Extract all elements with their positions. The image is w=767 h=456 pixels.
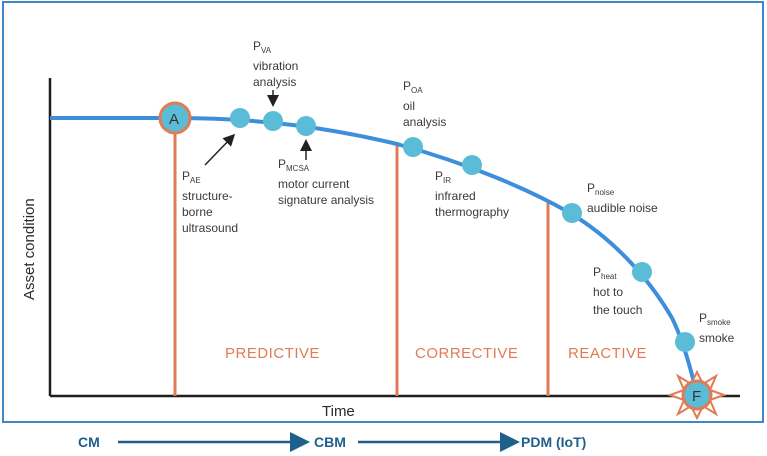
svg-text:vibration: vibration [253, 59, 298, 73]
marker-pva [263, 111, 283, 131]
svg-text:thermography: thermography [435, 205, 509, 219]
svg-text:Pheat: Pheat [593, 265, 617, 281]
svg-text:borne: borne [182, 205, 213, 219]
svg-text:POA: POA [403, 79, 423, 95]
svg-text:Pnoise: Pnoise [587, 181, 615, 197]
svg-text:analysis: analysis [253, 75, 296, 89]
progression-cm: CM [78, 434, 100, 450]
y-axis-label: Asset condition [21, 198, 38, 300]
progression-pdm: PDM (IoT) [521, 434, 586, 450]
diagram-frame [2, 1, 764, 423]
x-axis-label: Time [322, 403, 355, 420]
point-f-label: F [692, 388, 701, 405]
marker-pae [230, 108, 250, 128]
svg-text:structure-: structure- [182, 189, 233, 203]
svg-text:analysis: analysis [403, 115, 446, 129]
annotation-pae: PAE structure- borne ultrasound [182, 169, 238, 235]
svg-text:PAE: PAE [182, 169, 201, 185]
svg-text:PIR: PIR [435, 169, 451, 185]
marker-pheat [632, 262, 652, 282]
marker-poa [403, 137, 423, 157]
marker-pir [462, 155, 482, 175]
point-f-marker [681, 379, 713, 411]
svg-text:PMCSA: PMCSA [278, 157, 310, 173]
svg-text:smoke: smoke [699, 331, 735, 345]
marker-pnoise [562, 203, 582, 223]
annotation-pva: PVA vibration analysis [253, 39, 298, 89]
point-a-label: A [169, 111, 179, 128]
annotation-pnoise: Pnoise audible noise [587, 181, 658, 215]
progression-cbm: CBM [314, 434, 346, 450]
svg-text:signature analysis: signature analysis [278, 193, 374, 207]
svg-text:audible noise: audible noise [587, 201, 658, 215]
annotation-pmcsa: PMCSA motor current signature analysis [278, 157, 374, 207]
svg-text:PVA: PVA [253, 39, 272, 55]
annotation-pheat: Pheat hot to the touch [593, 265, 642, 317]
svg-text:hot to: hot to [593, 285, 623, 299]
zone-predictive: PREDICTIVE [225, 345, 320, 362]
svg-text:Psmoke: Psmoke [699, 311, 731, 327]
svg-text:motor current: motor current [278, 177, 350, 191]
zone-reactive: REACTIVE [568, 345, 647, 362]
annotation-pir: PIR infrared thermography [435, 169, 509, 219]
svg-text:oil: oil [403, 99, 415, 113]
svg-text:the touch: the touch [593, 303, 642, 317]
zone-corrective: CORRECTIVE [415, 345, 518, 362]
svg-text:ultrasound: ultrasound [182, 221, 238, 235]
annotation-psmoke: Psmoke smoke [699, 311, 735, 345]
point-a-marker [158, 101, 192, 135]
marker-pmcsa [296, 116, 316, 136]
arrow-pae [204, 133, 236, 166]
marker-psmoke [675, 332, 695, 352]
annotation-poa: POA oil analysis [403, 79, 446, 129]
svg-text:infrared: infrared [435, 189, 476, 203]
